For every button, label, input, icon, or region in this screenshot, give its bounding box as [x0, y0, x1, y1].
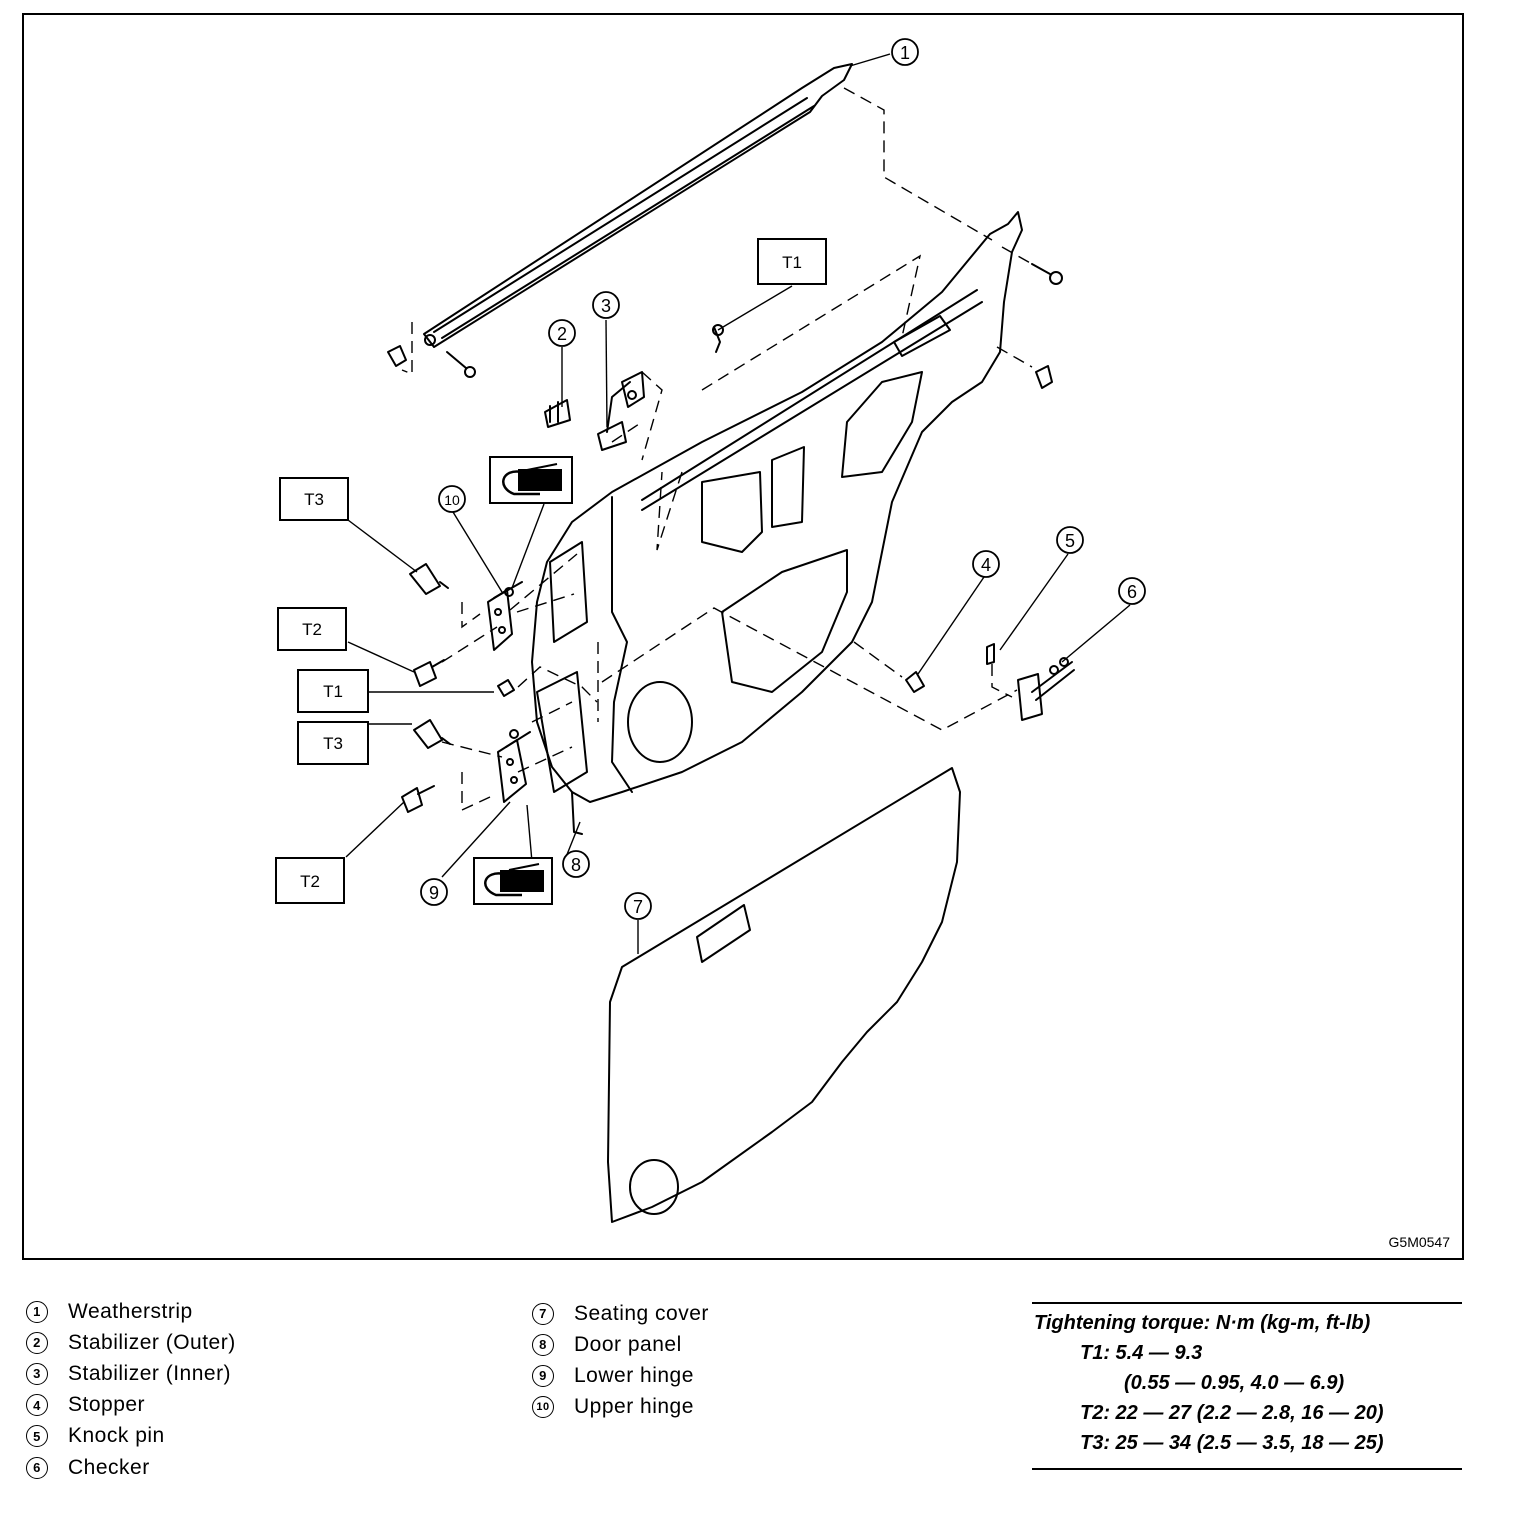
- svg-text:T2: T2: [302, 620, 322, 639]
- legend-number: 2: [26, 1331, 48, 1354]
- legend-item: 2 Stabilizer (Outer): [26, 1327, 236, 1358]
- upper-hinge-part: [487, 581, 523, 651]
- legend-item: 10 Upper hinge: [532, 1392, 709, 1423]
- svg-text:T1: T1: [782, 253, 802, 272]
- svg-text:7: 7: [633, 897, 643, 917]
- svg-text:5: 5: [1065, 531, 1075, 551]
- legend-item: 5 Knock pin: [26, 1421, 236, 1452]
- svg-text:T3: T3: [304, 490, 324, 509]
- door-panel-part: [531, 211, 1023, 835]
- torque-label-t3-upper: T3: [279, 477, 349, 521]
- leader-lines: [345, 53, 1131, 954]
- legend-number: 6: [26, 1456, 48, 1479]
- clip-left: [387, 345, 407, 367]
- torque-t3: T3: 25 — 34 (2.5 — 3.5, 18 — 25): [1080, 1432, 1384, 1454]
- exploded-door-diagram: 1 2 3 4 5 6 7 8: [275, 38, 1146, 1223]
- seating-cover-part: [607, 767, 961, 1223]
- svg-text:T2: T2: [300, 872, 320, 891]
- torque-t1-line2: (0.55 — 0.95, 4.0 — 6.9): [1124, 1372, 1345, 1394]
- callout-7: 7: [624, 892, 652, 920]
- assembly-lines: [401, 87, 1033, 812]
- legend-number: 4: [26, 1394, 48, 1417]
- svg-text:1: 1: [900, 43, 910, 63]
- stabilizer-outer-part: [544, 399, 571, 428]
- legend-number: 10: [532, 1396, 554, 1419]
- svg-text:9: 9: [429, 883, 439, 903]
- legend-label: Door panel: [574, 1332, 682, 1356]
- legend-label: Lower hinge: [574, 1363, 694, 1387]
- callout-8: 8: [562, 850, 590, 878]
- callout-5: 5: [1056, 526, 1084, 554]
- svg-text:3: 3: [601, 296, 611, 316]
- bolt-t3-upper: [409, 563, 449, 595]
- callout-10: 10: [438, 485, 466, 513]
- legend-label: Stopper: [68, 1393, 146, 1417]
- knock-pin-part: [986, 643, 995, 665]
- svg-text:2: 2: [557, 324, 567, 344]
- torque-title: Tightening torque: N·m (kg-m, ft-lb): [1034, 1312, 1371, 1334]
- stabilizer-inner-part: [597, 371, 645, 451]
- weatherstrip-part: [423, 63, 853, 348]
- bolt-t2-lower: [401, 785, 435, 813]
- legend-label: Knock pin: [68, 1424, 165, 1448]
- svg-text:6: 6: [1127, 582, 1137, 602]
- svg-text:T3: T3: [323, 734, 343, 753]
- svg-text:10: 10: [444, 492, 460, 508]
- legend-number: 3: [26, 1362, 48, 1385]
- stopper-part: [905, 671, 925, 693]
- grease-icon-upper: [489, 456, 573, 504]
- legend-label: Seating cover: [574, 1301, 709, 1325]
- legend-item: 4 Stopper: [26, 1390, 236, 1421]
- parts-legend-middle: 7 Seating cover 8 Door panel 9 Lower hin…: [532, 1298, 709, 1423]
- grease-icon-lower: [473, 857, 553, 905]
- legend-item: 7 Seating cover: [532, 1298, 709, 1329]
- callout-9: 9: [420, 878, 448, 906]
- screw-left: [446, 351, 476, 378]
- torque-t1-line1: T1: 5.4 — 9.3: [1080, 1342, 1203, 1364]
- legend-item: 1 Weatherstrip: [26, 1296, 236, 1327]
- legend-item: 3 Stabilizer (Inner): [26, 1358, 236, 1389]
- callout-3: 3: [592, 291, 620, 319]
- legend-number: 9: [532, 1364, 554, 1387]
- legend-item: 9 Lower hinge: [532, 1360, 709, 1391]
- torque-label-t2-upper: T2: [277, 607, 347, 651]
- legend-item: 8 Door panel: [532, 1329, 709, 1360]
- torque-t2: T2: 22 — 27 (2.2 — 2.8, 16 — 20): [1080, 1402, 1384, 1424]
- parts-legend-left: 1 Weatherstrip 2 Stabilizer (Outer) 3 St…: [26, 1296, 236, 1483]
- torque-label-t1-mid: T1: [297, 669, 369, 713]
- screw-right: [1031, 263, 1063, 285]
- nut-t1: [497, 679, 515, 697]
- legend-label: Stabilizer (Inner): [68, 1361, 232, 1385]
- torque-spec-box: Tightening torque: N·m (kg-m, ft-lb) T1:…: [1032, 1302, 1462, 1470]
- legend-label: Checker: [68, 1455, 150, 1479]
- legend-number: 5: [26, 1425, 48, 1448]
- legend-label: Stabilizer (Outer): [68, 1330, 236, 1354]
- bolt-t1-top: [712, 324, 724, 353]
- checker-part: [1017, 657, 1075, 721]
- bolt-t3-lower: [413, 719, 451, 749]
- figure-code: G5M0547: [1388, 1234, 1450, 1250]
- torque-label-t2-lower: T2: [275, 857, 345, 904]
- callout-1: 1: [891, 38, 919, 66]
- callout-6: 6: [1118, 577, 1146, 605]
- diagram-frame: 1 2 3 4 5 6 7 8: [22, 13, 1464, 1260]
- legend-item: 6 Checker: [26, 1452, 236, 1483]
- torque-label-t1-top: T1: [757, 238, 827, 285]
- svg-text:8: 8: [571, 855, 581, 875]
- svg-text:4: 4: [981, 555, 991, 575]
- torque-label-t3-lower: T3: [297, 721, 369, 765]
- lower-hinge-part: [497, 729, 531, 803]
- legend-label: Weatherstrip: [68, 1299, 193, 1323]
- callout-2: 2: [548, 319, 576, 347]
- svg-text:T1: T1: [323, 682, 343, 701]
- bolt-t2-upper: [413, 659, 445, 687]
- legend-label: Upper hinge: [574, 1395, 694, 1419]
- legend-number: 1: [26, 1300, 48, 1323]
- legend-number: 8: [532, 1333, 554, 1356]
- grommet-right: [1035, 365, 1053, 389]
- legend-number: 7: [532, 1302, 554, 1325]
- callout-4: 4: [972, 550, 1000, 578]
